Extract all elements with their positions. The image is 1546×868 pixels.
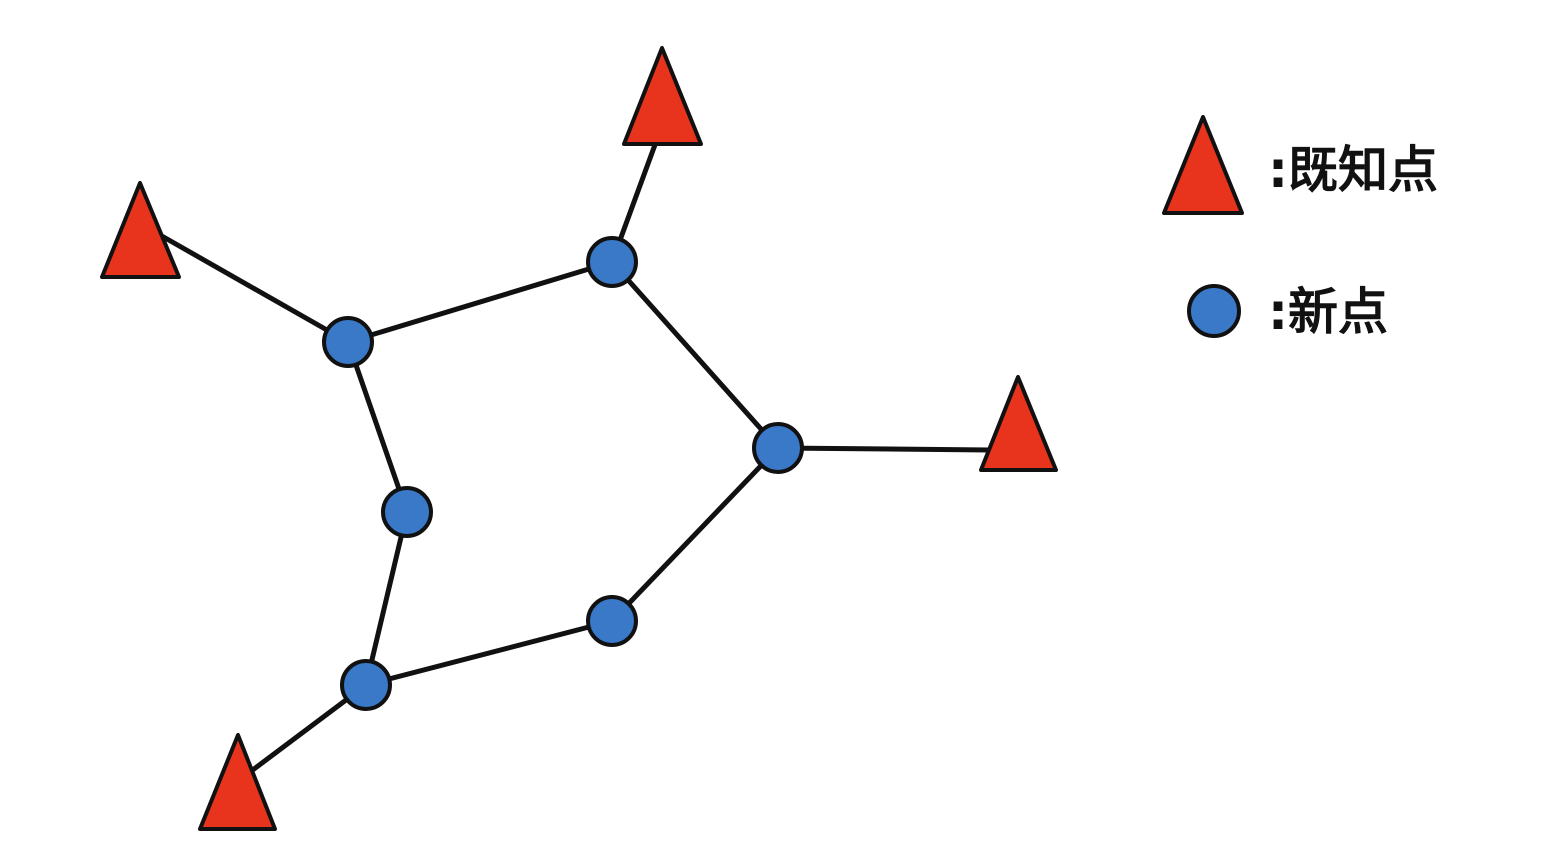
blue-circle-icon — [1187, 284, 1241, 338]
new-point-circle — [586, 595, 638, 647]
edge-N5-N6 — [363, 618, 615, 688]
new-point-circle — [322, 316, 374, 368]
edge-N6-N3 — [609, 445, 781, 624]
edge-N1-N4 — [345, 339, 410, 515]
new-point-circle — [586, 236, 638, 288]
network-nodes — [100, 46, 1058, 831]
legend-known-point-label: :既知点 — [1268, 141, 1438, 199]
known-point-triangle — [198, 733, 277, 831]
edge-K3-N3 — [775, 445, 993, 453]
new-point-circle — [381, 486, 433, 538]
new-point-circle — [340, 659, 392, 711]
edge-N2-N3 — [609, 259, 781, 451]
known-point-triangle — [979, 375, 1058, 472]
legend — [1162, 115, 1244, 338]
known-point-triangle — [100, 181, 181, 279]
new-point-circle — [752, 422, 804, 474]
red-triangle-icon — [1162, 115, 1244, 215]
edge-N1-N2 — [345, 259, 615, 345]
edge-N4-N5 — [363, 509, 410, 688]
known-point-triangle — [622, 46, 703, 146]
legend-new-point-label: :新点 — [1268, 283, 1388, 341]
network-edges — [157, 139, 993, 775]
edge-K1-N1 — [157, 232, 351, 345]
